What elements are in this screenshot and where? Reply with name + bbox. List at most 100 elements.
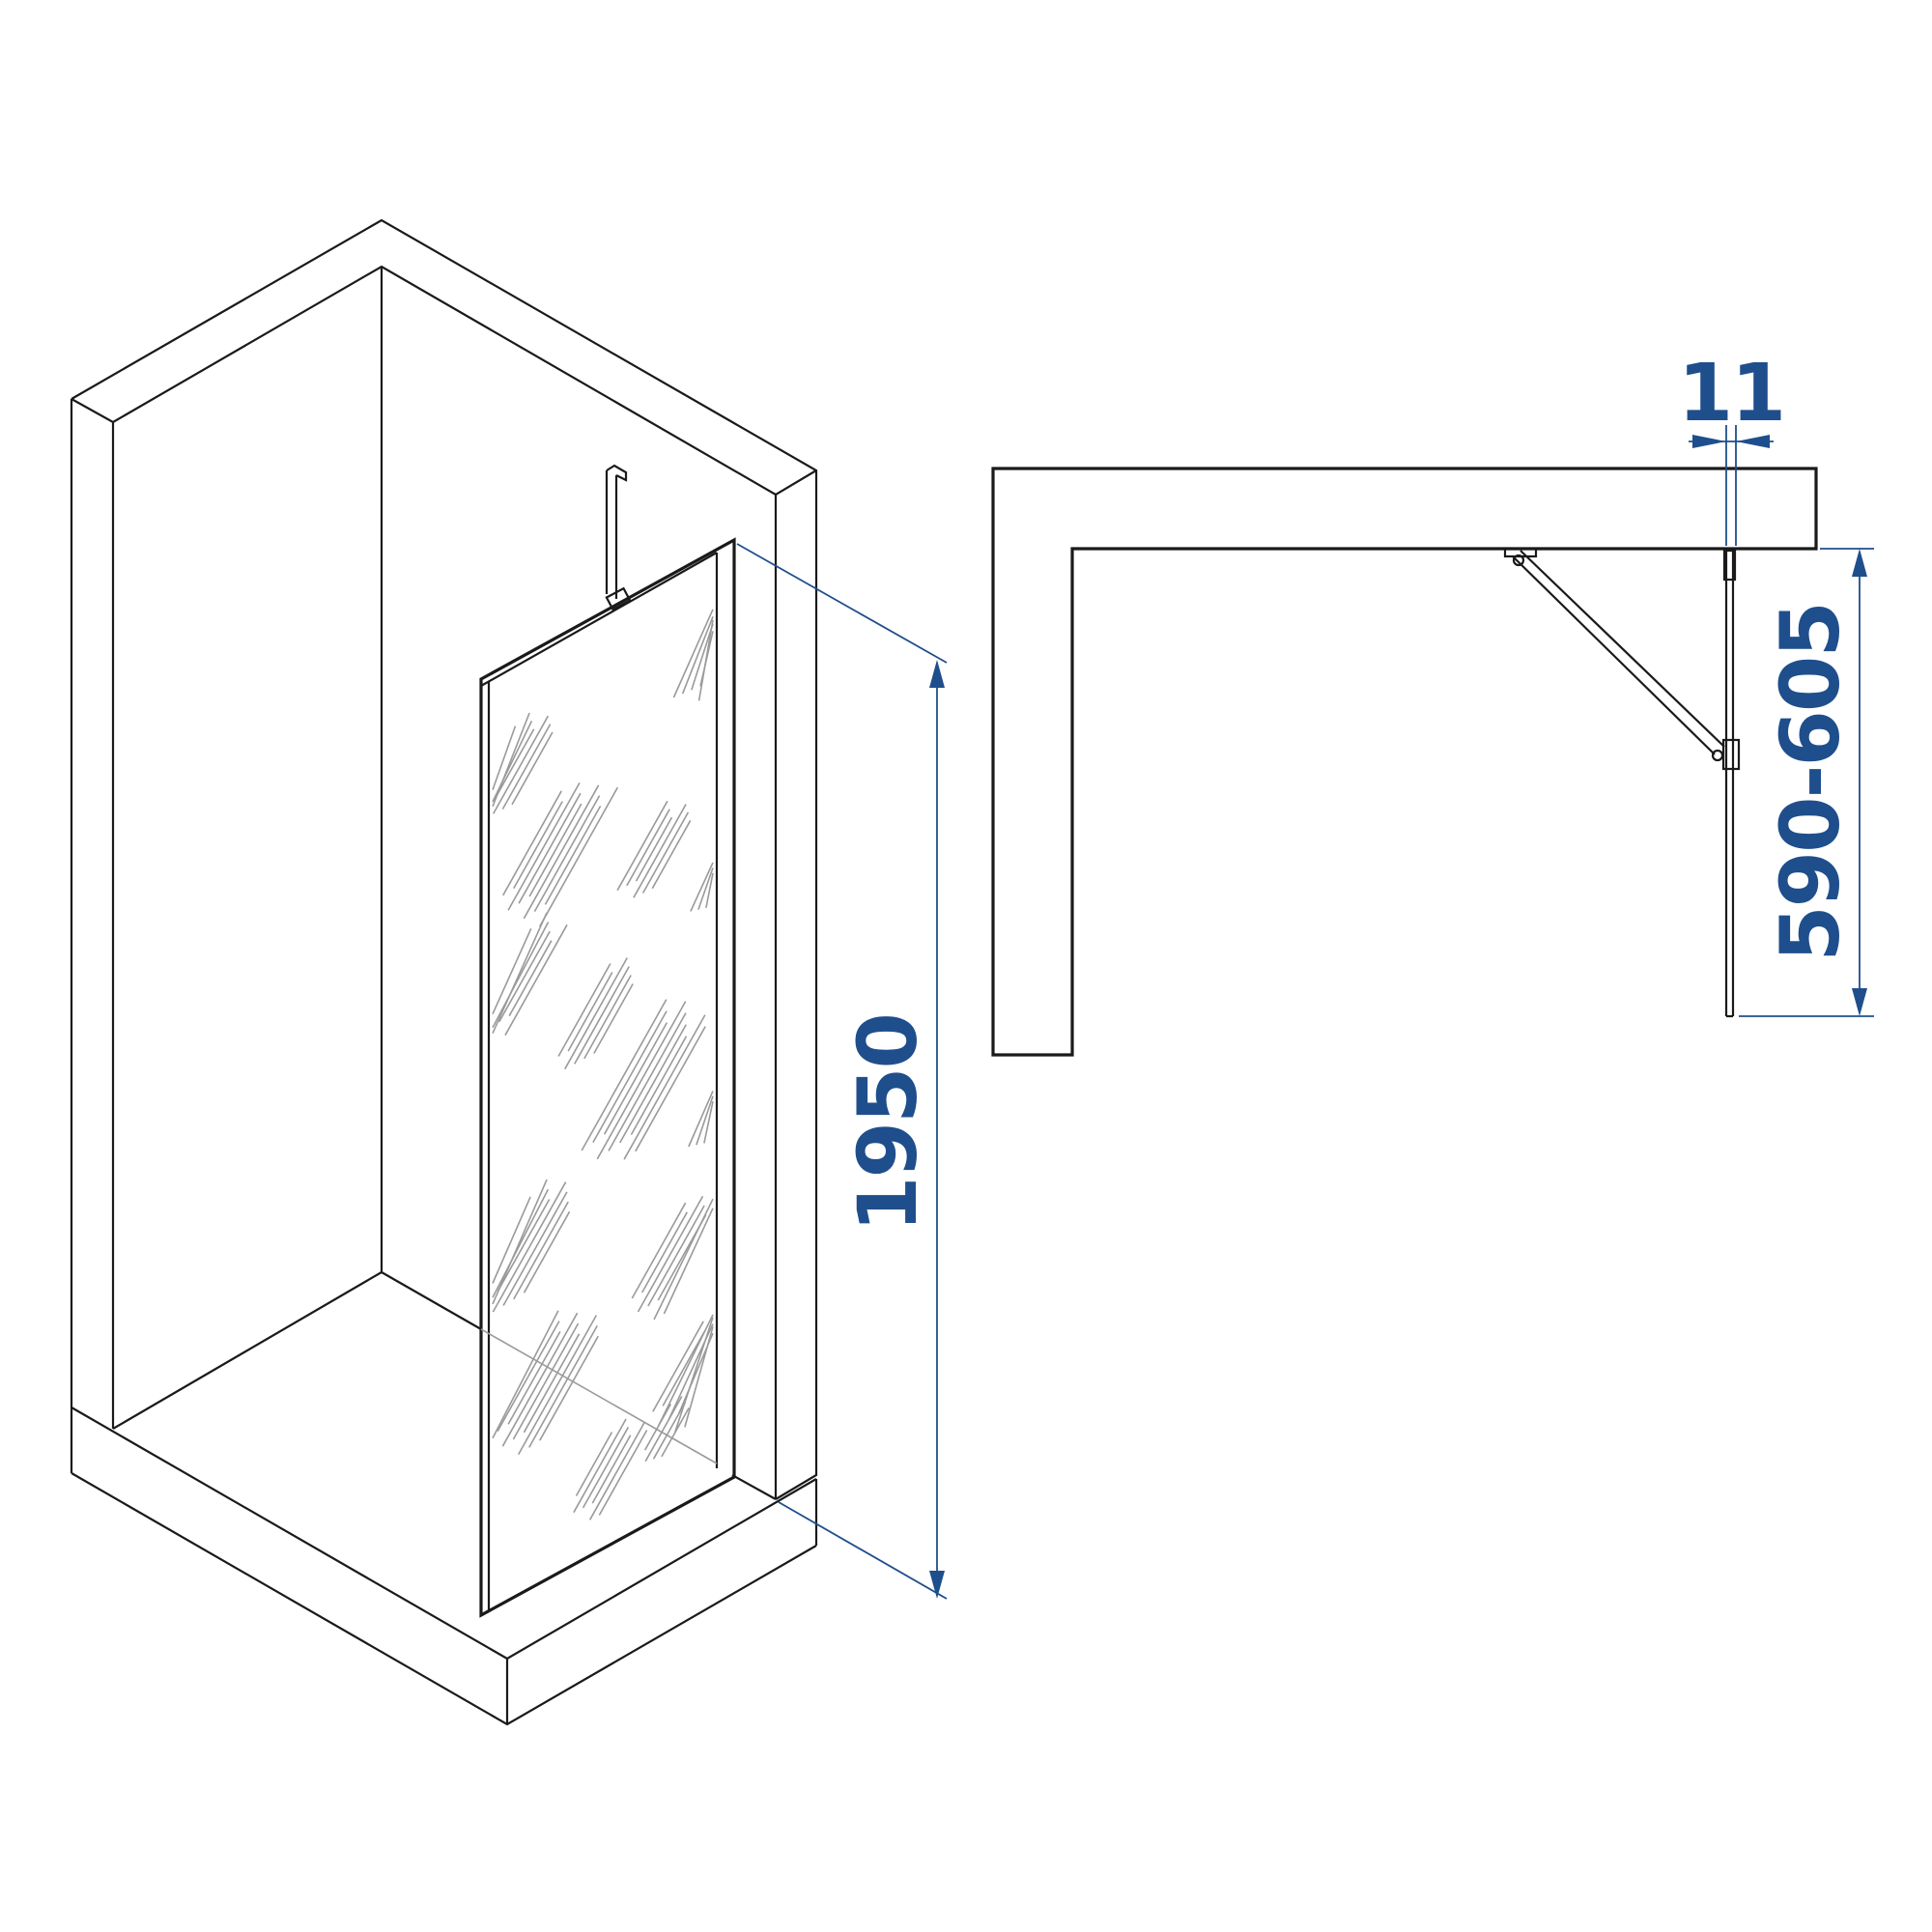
glass-pattern-stroke xyxy=(662,1330,706,1406)
glass-pattern-stroke xyxy=(575,1432,613,1496)
glass-pattern-stroke xyxy=(684,1326,714,1428)
glass-pattern-stroke xyxy=(592,1010,668,1143)
glass-pattern-stroke xyxy=(492,1181,567,1313)
glass-pattern-stroke xyxy=(626,809,670,887)
glass-pattern-stroke xyxy=(492,1196,531,1284)
glass-pattern-stroke xyxy=(583,975,632,1060)
glass-pattern-stroke xyxy=(538,786,619,927)
glass-pattern-stroke xyxy=(652,1402,687,1460)
glass-pattern-stroke xyxy=(644,1396,683,1463)
plan-arm-pivot-top xyxy=(1512,554,1525,567)
glass-pattern-stroke xyxy=(492,715,550,814)
glass-pattern-stroke xyxy=(528,803,582,897)
glass-pattern-stroke xyxy=(523,784,600,920)
glass-pattern-stroke xyxy=(557,963,611,1057)
glass-pattern-stroke xyxy=(697,619,714,701)
plan-view xyxy=(991,467,1818,1057)
glass-pattern-stroke xyxy=(523,1210,571,1293)
glass-pattern-stroke xyxy=(651,819,692,890)
tray-top-edge xyxy=(71,1406,817,1661)
glass-pattern-stroke xyxy=(619,1024,687,1144)
glass-pattern-stroke xyxy=(502,1191,568,1306)
tray-inner-join xyxy=(731,1474,777,1500)
glass-pattern-stroke xyxy=(497,1321,560,1432)
glass-pattern-stroke xyxy=(492,927,532,1015)
glass-pattern-stroke xyxy=(492,922,550,1029)
glass-pattern-stroke xyxy=(691,623,714,691)
dimension-label-width: 590-605 xyxy=(1763,603,1858,962)
glass-pattern-stroke xyxy=(582,1426,630,1509)
floor-line-behind-glass xyxy=(480,1328,718,1464)
glass-pattern-stroke xyxy=(567,972,613,1052)
plan-wall-profile xyxy=(1722,549,1737,582)
glass-pattern-stroke xyxy=(495,728,535,798)
glass-pattern-stroke xyxy=(633,804,687,898)
glass-pattern-stroke xyxy=(697,867,714,910)
glass-panel-top-edge xyxy=(480,552,718,687)
dimension-thickness: 11 xyxy=(1678,348,1786,546)
plan-wall-outline xyxy=(991,467,1818,1057)
glass-pattern-stroke xyxy=(673,1317,714,1434)
extension-line-top xyxy=(736,543,948,664)
extension-line-bottom xyxy=(778,1501,948,1600)
glass-pattern-stroke xyxy=(507,1331,561,1425)
glass-pattern-stroke xyxy=(523,1333,581,1434)
glass-pattern-stroke xyxy=(696,1095,714,1146)
glass-pattern-stroke xyxy=(688,1091,714,1148)
arrow-width-top xyxy=(1852,549,1867,577)
plan-arm-edge-b xyxy=(1520,550,1725,748)
glass-pattern-stroke xyxy=(492,1310,559,1439)
glass-pattern-stroke xyxy=(492,912,548,1035)
glass-pattern-stroke xyxy=(603,1022,668,1135)
glass-pattern-stroke xyxy=(511,731,554,806)
glass-pattern-stroke xyxy=(596,1001,687,1160)
arrow-bottom xyxy=(929,1571,945,1599)
glass-pattern-stroke xyxy=(591,1435,632,1504)
plan-arm-edge-a xyxy=(1512,555,1716,755)
glass-pattern-stroke xyxy=(513,1201,569,1300)
glass-pattern-stroke xyxy=(574,966,630,1065)
glass-pattern-stroke xyxy=(504,923,568,1037)
glass-pattern-stroke xyxy=(492,721,533,803)
glass-pattern-stroke xyxy=(647,1205,705,1307)
glass-pattern-stroke xyxy=(517,1315,598,1455)
glass-pattern-stroke xyxy=(703,1101,714,1144)
glass-pattern-stroke xyxy=(528,1325,598,1448)
glass-pattern-stroke xyxy=(501,724,552,810)
glass-pattern-stroke xyxy=(492,1188,550,1298)
dimension-width: 590-605 xyxy=(1739,548,1874,1017)
glass-pattern-stroke xyxy=(631,1202,687,1299)
glass-pattern-stroke xyxy=(501,1312,579,1447)
glass-pattern-stroke xyxy=(544,806,602,905)
glass-pattern-stroke xyxy=(581,999,668,1151)
arrow-top xyxy=(929,660,945,688)
arrow-11-left xyxy=(1692,435,1726,448)
glass-pattern-stroke xyxy=(661,1407,690,1458)
glass-pattern-stroke xyxy=(641,1211,688,1293)
glass-pattern-stroke xyxy=(653,1198,714,1321)
floor-back-right xyxy=(381,1271,482,1330)
glass-pattern-stroke xyxy=(663,1208,714,1315)
glass-pattern-stroke xyxy=(497,1199,551,1293)
glass-pattern-stroke xyxy=(635,1026,706,1152)
glass-pattern-stroke xyxy=(616,800,668,892)
dimension-label-thickness: 11 xyxy=(1678,348,1784,440)
isometric-view xyxy=(70,218,818,1726)
glass-pattern-stroke xyxy=(502,790,562,896)
glass-pattern-stroke xyxy=(564,957,628,1070)
plan-arm-clamp xyxy=(1721,738,1741,771)
glass-pattern-stroke xyxy=(641,811,690,894)
glass-pattern-stroke xyxy=(608,1012,687,1151)
glass-pattern-stroke xyxy=(630,1036,688,1135)
glass-pattern-stroke xyxy=(513,801,563,889)
glass-pattern-stroke xyxy=(492,725,517,790)
dimension-height: 1950 xyxy=(736,543,948,1600)
dimension-label-height: 1950 xyxy=(840,1014,935,1233)
arrow-11-right xyxy=(1736,435,1770,448)
glass-pattern-stroke xyxy=(573,1418,627,1514)
glass-pattern xyxy=(492,609,714,1520)
glass-pattern-stroke xyxy=(507,782,581,911)
glass-pattern-stroke xyxy=(635,816,673,882)
glass-pattern-stroke xyxy=(643,1404,672,1451)
